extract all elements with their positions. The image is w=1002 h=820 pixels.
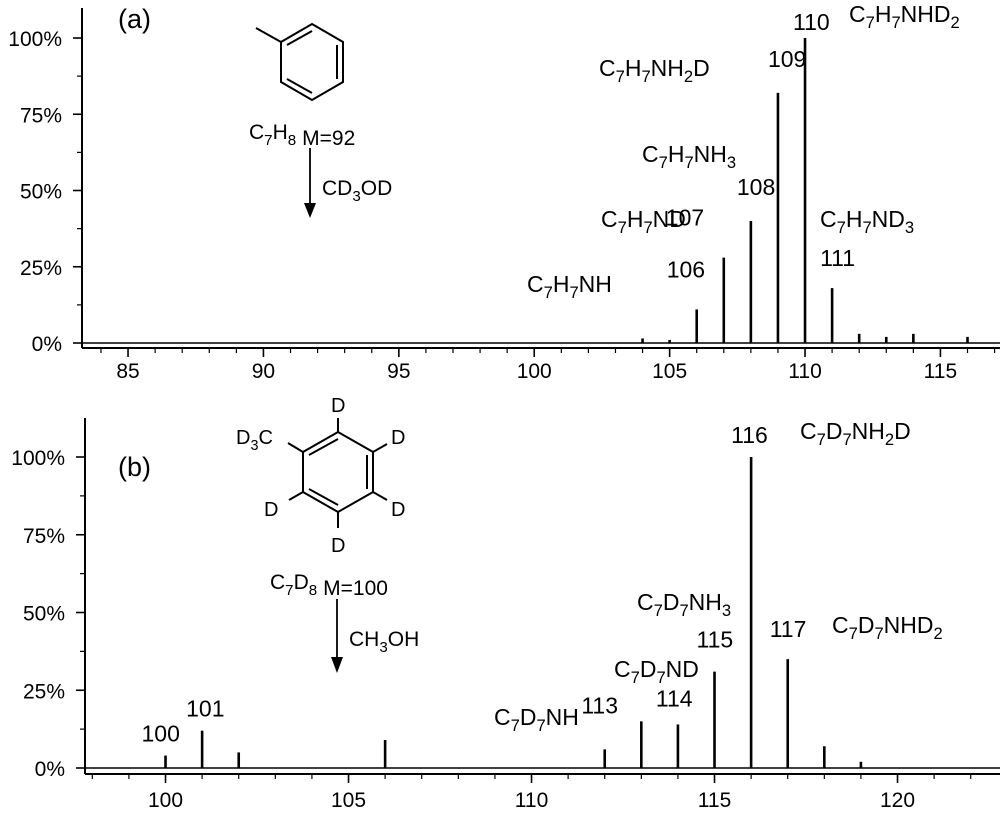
y-tick-label: 25% bbox=[20, 257, 62, 280]
x-tick-label: 115 bbox=[698, 789, 731, 812]
x-tick-label: 95 bbox=[387, 360, 410, 383]
compound-label: C7D8 M=100 bbox=[270, 571, 388, 600]
ring-double-bond bbox=[308, 438, 339, 456]
panel-b-y-ticks: 0% 25% 50% 75% 100% bbox=[11, 447, 85, 781]
methyl-bond bbox=[287, 442, 304, 453]
peak-label-111: 111 bbox=[820, 245, 855, 271]
ring-d-label: D bbox=[331, 535, 345, 557]
ring-double-bond bbox=[286, 78, 313, 94]
compound-mass: M=100 bbox=[323, 577, 388, 600]
peak-label-106: 106 bbox=[667, 256, 705, 282]
benzene-ring bbox=[302, 430, 374, 514]
benzene-ring bbox=[280, 22, 344, 102]
peak-label-109: 109 bbox=[768, 46, 806, 72]
compound-formula: C7H8 bbox=[249, 121, 296, 149]
peak-label-117: 117 bbox=[770, 616, 807, 642]
cd-bond bbox=[288, 491, 304, 501]
x-tick-label: 120 bbox=[880, 789, 915, 812]
peak-label-110: 110 bbox=[793, 9, 830, 35]
ring-d-label: D bbox=[331, 395, 345, 417]
peak-label-114: 114 bbox=[656, 685, 693, 711]
y-tick-label: 25% bbox=[23, 680, 65, 703]
arrow-head bbox=[304, 203, 316, 218]
methyl-bond bbox=[255, 27, 282, 43]
toluene-structure bbox=[255, 22, 344, 102]
arrow-head bbox=[331, 657, 343, 673]
compound-mass: M=92 bbox=[302, 127, 355, 150]
panel-a: (a) 0% 25% 50% 75% 100% 85 90 95 100 105 110 115 C… bbox=[8, 1, 1000, 383]
x-tick-label: 115 bbox=[924, 360, 957, 383]
x-tick-label: 100 bbox=[517, 360, 552, 383]
cd-bond bbox=[372, 443, 388, 453]
peak-label-101: 101 bbox=[186, 696, 224, 722]
x-tick-label: 90 bbox=[252, 360, 275, 383]
species-label-117: C7D7NHD2 bbox=[832, 612, 943, 643]
panel-a-axes: 0% 25% 50% 75% 100% 85 90 95 100 105 110 115 bbox=[8, 8, 1000, 383]
y-tick-label: 0% bbox=[35, 758, 65, 781]
species-label-106: C7H7NH bbox=[527, 271, 612, 302]
species-label-113: C7D7NH bbox=[494, 704, 579, 735]
reaction-arrow bbox=[331, 599, 343, 673]
compound-label: C7H8 M=92 bbox=[249, 121, 355, 150]
peak-label-115: 115 bbox=[697, 627, 734, 653]
ring-double-bond bbox=[286, 30, 313, 46]
y-tick-label: 100% bbox=[11, 447, 65, 470]
y-tick-label: 0% bbox=[32, 333, 62, 356]
species-label-115: C7D7NH3 bbox=[637, 589, 731, 620]
ring-d-label: D bbox=[391, 499, 405, 521]
x-tick-label: 110 bbox=[515, 789, 548, 812]
species-label-109: C7H7NH2D bbox=[599, 55, 710, 86]
ring-d-label: D bbox=[391, 427, 405, 449]
peak-label-107: 107 bbox=[666, 205, 704, 231]
ring-double-bond bbox=[308, 488, 339, 506]
methyl-d3-label: D3C bbox=[236, 427, 273, 454]
peak-label-113: 113 bbox=[581, 692, 618, 718]
species-label-111: C7H7ND3 bbox=[820, 206, 914, 237]
y-tick-label: 100% bbox=[8, 28, 62, 51]
panel-b-axes: 0% 25% 50% 75% 100% 100 105 110 115 120 bbox=[11, 418, 1000, 812]
species-label-116: C7D7NH2D bbox=[800, 418, 911, 449]
peak-label-108: 108 bbox=[737, 174, 775, 200]
toluene-d8-structure: D3C D D D D D bbox=[236, 395, 405, 557]
species-label-114: C7D7ND bbox=[614, 656, 699, 687]
panel-b-label: (b) bbox=[118, 452, 151, 482]
cd-bond bbox=[372, 491, 388, 501]
y-tick-label: 50% bbox=[23, 603, 65, 626]
panel-a-peak-labels: 106 107 108 109 110 111 bbox=[666, 9, 855, 282]
x-tick-label: 110 bbox=[788, 360, 821, 383]
panel-b-peaks bbox=[164, 457, 863, 768]
panel-a-peaks bbox=[641, 38, 969, 343]
panel-a-y-ticks: 0% 25% 50% 75% 100% bbox=[8, 28, 82, 356]
compound-formula: C7D8 bbox=[270, 571, 317, 599]
x-tick-label: 105 bbox=[331, 789, 366, 812]
peak-label-100: 100 bbox=[142, 721, 180, 747]
panel-b-x-ticks: 100 105 110 115 120 bbox=[91, 774, 972, 812]
panel-a-label: (a) bbox=[118, 4, 151, 34]
species-label-110: C7H7NHD2 bbox=[849, 1, 960, 32]
y-tick-label: 50% bbox=[20, 181, 62, 204]
reagent-label: CH3OH bbox=[349, 628, 419, 656]
ring-d-label: D bbox=[264, 499, 278, 521]
panel-b: (b) 0% 25% 50% 75% 100% 100 105 110 115 120 D3C … bbox=[11, 395, 1000, 812]
x-tick-label: 100 bbox=[148, 789, 183, 812]
reagent-label: CD3OD bbox=[322, 177, 392, 205]
x-tick-label: 105 bbox=[652, 360, 687, 383]
y-tick-label: 75% bbox=[20, 104, 62, 127]
peak-label-116: 116 bbox=[731, 422, 768, 448]
x-tick-label: 85 bbox=[116, 360, 139, 383]
species-label-108: C7H7NH3 bbox=[642, 141, 736, 172]
reaction-arrow bbox=[304, 148, 316, 218]
panel-a-x-ticks: 85 90 95 100 105 110 115 bbox=[100, 348, 996, 383]
y-tick-label: 75% bbox=[23, 525, 65, 548]
species-label-107: C7H7ND bbox=[601, 206, 686, 237]
